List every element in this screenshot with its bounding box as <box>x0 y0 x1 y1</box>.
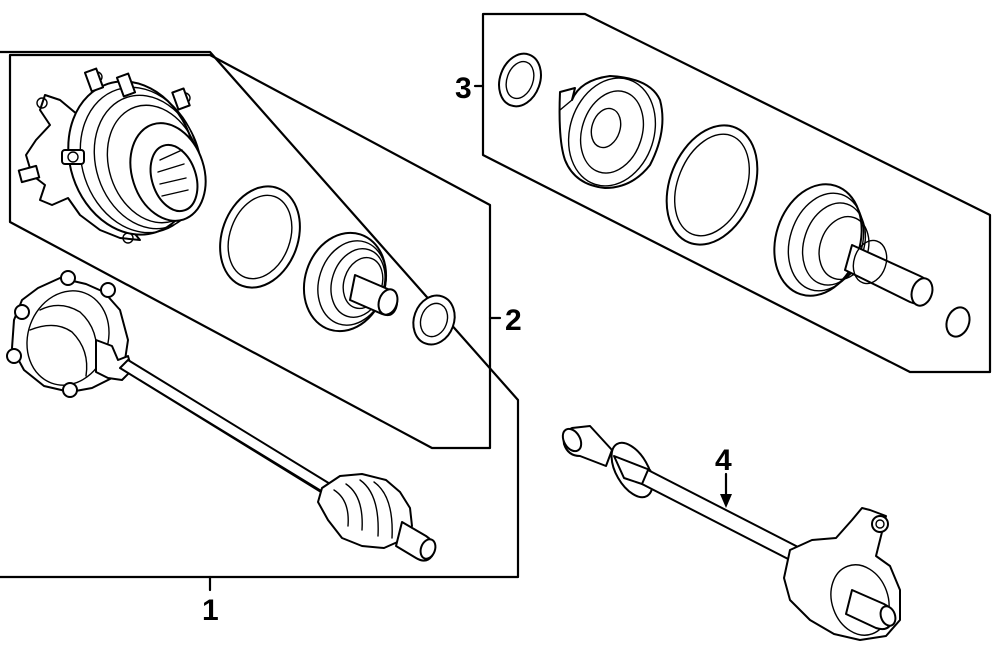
callout-4-leader <box>720 472 732 508</box>
group-1-frame <box>0 50 520 592</box>
outer-boot <box>302 231 399 333</box>
callout-1: 1 <box>202 594 219 627</box>
axle-shaft-assembly <box>6 270 437 562</box>
inner-boot-clamp <box>665 124 759 246</box>
callout-2: 2 <box>505 304 522 337</box>
snap-ring <box>498 52 542 108</box>
inner-boot <box>773 183 934 307</box>
group-3-frame <box>473 12 992 374</box>
callout-3: 3 <box>455 72 472 105</box>
intermediate-shaft <box>561 425 901 641</box>
wheel-hub-joint <box>17 67 207 244</box>
boot-clamp-small <box>412 294 456 346</box>
inner-joint-housing <box>558 75 664 189</box>
boot-clamp-large <box>219 185 301 289</box>
inner-snap-ring <box>945 306 971 338</box>
callout-4: 4 <box>715 444 732 477</box>
group-2-frame <box>8 53 502 450</box>
